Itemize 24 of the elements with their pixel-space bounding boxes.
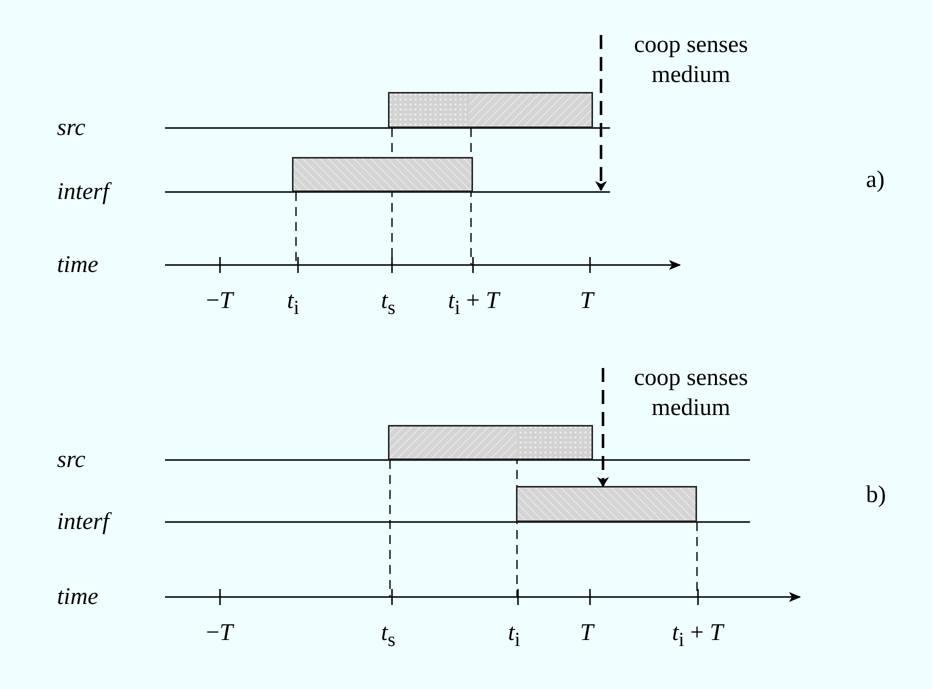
arrow	[595, 35, 607, 191]
tick-label: T	[580, 288, 594, 314]
tick-label: t$_{s}$	[381, 288, 396, 321]
arrow	[597, 368, 609, 487]
transmission-bar	[516, 486, 697, 522]
tick-label: T	[580, 620, 594, 646]
tick-label: t$_{s}$	[381, 620, 396, 653]
tick-label: −T	[206, 288, 233, 314]
row-label: src	[57, 447, 86, 473]
tick-label: −T	[206, 620, 233, 646]
transmission-bar	[388, 425, 593, 460]
tick-label: t$_{i}$	[287, 288, 300, 321]
annotation-text: coop senses medium	[606, 363, 776, 423]
panel-label: b)	[866, 482, 886, 508]
row-label: time	[57, 584, 98, 610]
tick-label: t$_{i}$ + T	[672, 620, 724, 653]
row-label: src	[57, 115, 86, 141]
annotation-text: coop senses medium	[606, 30, 776, 90]
panel-label: a)	[866, 167, 885, 193]
tick-label: t$_{i}$	[508, 620, 520, 653]
row-label: time	[57, 252, 98, 278]
tick-label: t$_{i}$ + T	[448, 288, 500, 321]
transmission-bar	[388, 92, 593, 128]
transmission-bar	[292, 157, 473, 192]
